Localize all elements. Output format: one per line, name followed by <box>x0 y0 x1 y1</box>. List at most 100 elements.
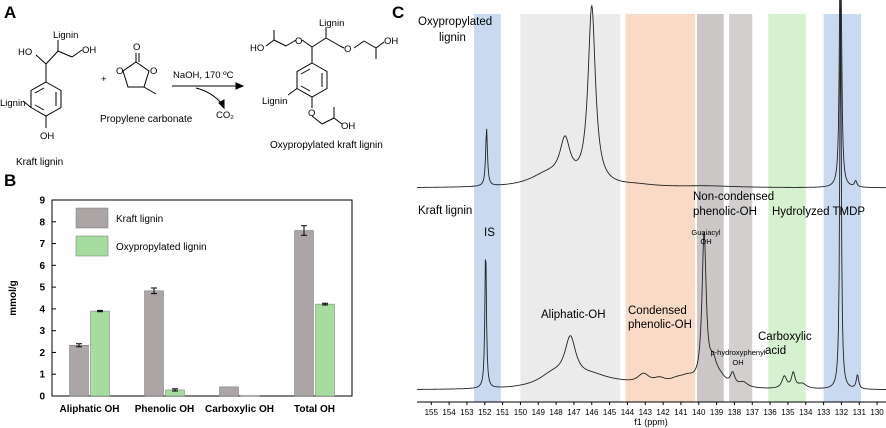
x-category-label: Aliphatic OH <box>59 404 119 415</box>
annotation-lignin: lignin <box>439 32 466 44</box>
nmr-tick-label: 146 <box>585 408 599 417</box>
nmr-tick-label: 136 <box>763 408 777 417</box>
region-3 <box>696 14 724 402</box>
panel-c-letter: C <box>392 3 404 22</box>
nmr-tick-label: 150 <box>514 408 528 417</box>
bar-chart-y-label: mmol/g <box>8 280 19 316</box>
annotation-kraft-lignin: Kraft lignin <box>418 205 472 217</box>
oxypropylated-lignin-name: Oxypropylated kraft lignin <box>270 140 383 151</box>
y-tick-label: 5 <box>39 283 45 294</box>
y-tick-label: 8 <box>39 217 45 228</box>
byproduct-co2: CO₂ <box>216 110 234 121</box>
bar-chart-marks <box>69 225 335 397</box>
bar-1-2 <box>240 395 260 397</box>
nmr-tick-label: 148 <box>549 408 563 417</box>
product-label-oh-top: OH <box>384 36 398 47</box>
annotation-p-hydroxyphenyl-oh: OH <box>732 358 743 367</box>
panel-a-letter: A <box>4 3 16 22</box>
bar-0-2 <box>219 386 239 397</box>
nmr-tick-label: 137 <box>746 408 760 417</box>
nmr-tick-label: 151 <box>496 408 510 417</box>
legend-label-oxypropylated-lignin: Oxypropylated lignin <box>116 242 207 253</box>
annotation-p-hydroxyphenyl: p-hydroxyphenyl <box>710 348 765 357</box>
nmr-tick-label: 152 <box>478 408 492 417</box>
legend-label-kraft-lignin: Kraft lignin <box>116 214 163 225</box>
y-tick-label: 4 <box>39 304 45 315</box>
bar-0-3 <box>294 230 314 397</box>
propylene-carbonate-structure <box>122 53 157 95</box>
region-4 <box>729 14 753 402</box>
annotation-non-condensed: Non-condensed <box>693 191 774 203</box>
legend-swatch-oxypropylated-lignin <box>75 235 109 257</box>
annotation-guaiacyl-oh: OH <box>700 237 711 246</box>
carbonate-o-ring-right: O <box>150 66 157 77</box>
reaction-arrow <box>172 82 245 110</box>
nmr-tick-label: 144 <box>621 408 635 417</box>
annotation-non-condensed-phenolic-oh: phenolic-OH <box>693 206 757 218</box>
annotation-acid: acid <box>765 345 786 357</box>
annotation-guaiacyl: Guaiacyl <box>691 228 721 237</box>
x-category-label: Carboxylic OH <box>205 404 274 415</box>
product-label-o-right: O <box>344 44 351 55</box>
product-label-lignin-top: Lignin <box>319 18 344 29</box>
spectrum-kraft-lignin <box>417 0 886 390</box>
propylene-carbonate-name: Propylene carbonate <box>100 114 193 125</box>
nmr-tick-label: 154 <box>442 408 456 417</box>
nmr-tick-label: 131 <box>853 408 867 417</box>
bar-0-1 <box>144 290 164 397</box>
nmr-x-axis-label: f1 (ppm) <box>634 417 668 427</box>
spectrum-oxypropylated-lignin <box>417 0 886 189</box>
region-1 <box>520 14 621 402</box>
nmr-tick-label: 153 <box>460 408 474 417</box>
nmr-tick-label: 139 <box>710 408 724 417</box>
legend-swatch-kraft-lignin <box>75 207 109 229</box>
kraft-lignin-label-lignin-ring: Lignin <box>0 98 25 109</box>
nmr-tick-label: 143 <box>639 408 653 417</box>
y-tick-label: 0 <box>39 392 45 403</box>
nmr-tick-label: 135 <box>781 408 795 417</box>
oxypropylated-lignin-structure <box>265 27 385 125</box>
region-5 <box>768 14 806 402</box>
product-label-ho: HO <box>250 43 264 54</box>
nmr-integration-regions <box>474 14 862 402</box>
kraft-lignin-label-oh-top: OH <box>82 45 96 56</box>
annotation-oxypropylated: Oxypropylated <box>418 16 492 28</box>
annotation-hydrolyzed-tmdp: Hydrolyzed TMDP <box>772 206 865 218</box>
annotation-condensed-phenolic-oh: phenolic-OH <box>628 319 692 331</box>
bar-0-0 <box>69 345 89 397</box>
kraft-lignin-label-lignin-top: Lignin <box>53 30 78 41</box>
nmr-tick-label: 130 <box>870 408 884 417</box>
nmr-tick-label: 141 <box>674 408 688 417</box>
nmr-tick-label: 132 <box>835 408 849 417</box>
plus-sign: + <box>101 74 107 85</box>
product-label-o-left: O <box>295 36 302 47</box>
nmr-tick-label: 138 <box>728 408 742 417</box>
kraft-lignin-structure <box>22 40 83 128</box>
nmr-tick-label: 145 <box>603 408 617 417</box>
kraft-lignin-label-ho: HO <box>18 47 32 58</box>
region-0 <box>474 14 501 402</box>
annotation-aliphatic-oh: Aliphatic-OH <box>541 309 606 321</box>
nmr-tick-label: 149 <box>532 408 546 417</box>
nmr-tick-label: 147 <box>567 408 581 417</box>
nmr-tick-label: 134 <box>799 408 813 417</box>
carbonate-o-ring-left: O <box>116 66 123 77</box>
product-label-oh-bottom: OH <box>341 121 355 132</box>
reaction-conditions: NaOH, 170 ºC <box>173 70 234 81</box>
product-label-lignin-ring: Lignin <box>262 96 287 107</box>
y-tick-label: 9 <box>39 196 45 207</box>
y-tick-label: 1 <box>39 370 45 381</box>
panel-a: A Lignin HO OH Lignin OH Kraft lignin + <box>0 3 398 168</box>
carbonate-o-carbonyl: O <box>133 42 140 53</box>
y-tick-label: 6 <box>39 261 45 272</box>
nmr-tick-label: 155 <box>425 408 439 417</box>
annotation-carboxylic: Carboxylic <box>758 331 812 343</box>
nmr-tick-label: 133 <box>817 408 831 417</box>
region-2 <box>625 14 696 402</box>
x-category-label: Phenolic OH <box>135 404 194 415</box>
